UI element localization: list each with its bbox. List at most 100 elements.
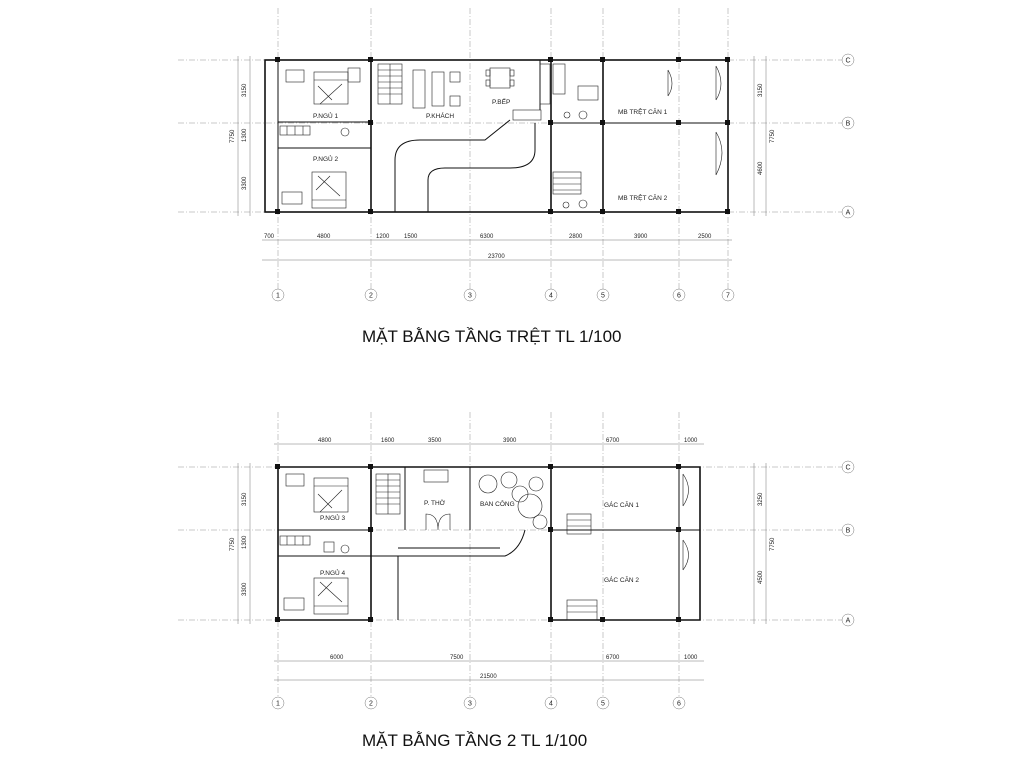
dimension-label: 3900 — [503, 438, 517, 444]
dimension-label: 4600 — [758, 161, 764, 175]
axis-label: 3 — [468, 701, 472, 708]
plan-title: MẶT BẰNG TẦNG 2 TL 1/100 — [362, 731, 587, 750]
stairs-icon — [566, 513, 592, 535]
wardrobe-icon — [279, 535, 311, 546]
wardrobe-icon — [279, 125, 311, 136]
dimension-total: 7750 — [770, 129, 776, 143]
stairs-icon — [566, 599, 598, 621]
bed-icon — [313, 577, 349, 615]
door-icon — [715, 131, 723, 176]
dimension-label: 3900 — [634, 234, 648, 240]
dimension-total: 7750 — [230, 129, 236, 143]
dimension-label: 1000 — [684, 655, 698, 661]
altar-icon — [423, 469, 449, 483]
dimension-label: 3150 — [758, 83, 764, 97]
room-label: GÁC CĂN 2 — [604, 575, 639, 584]
toilet-icon — [340, 544, 350, 554]
door-icon — [682, 539, 689, 571]
desk-icon — [285, 473, 305, 487]
dimension-label: 3500 — [428, 438, 442, 444]
desk-icon — [285, 69, 305, 83]
second-floor-plan: P.NGỦ 3 P.NGỦ 4 P. THỜ BAN CÔNG GÁC CĂN … — [178, 412, 855, 750]
door-icon — [715, 65, 722, 101]
dimension-label: 3150 — [242, 492, 248, 506]
toilet-icon — [578, 199, 588, 209]
dimension-label: 6300 — [480, 234, 494, 240]
room-label: P.NGỦ 2 — [313, 154, 339, 163]
second-walls — [277, 466, 701, 621]
bed-icon — [311, 171, 347, 209]
bed-icon — [313, 477, 349, 513]
axis-label: C — [845, 465, 850, 472]
kitchen-counter-icon — [539, 63, 551, 105]
ground-walls — [264, 59, 729, 213]
second-dimensions-top: 4800 1600 3500 3900 6700 1000 — [274, 438, 704, 445]
room-label: P.NGỦ 4 — [320, 568, 346, 577]
dimension-total: 7750 — [230, 537, 236, 551]
ground-room-labels: P.NGỦ 1 P.NGỦ 2 P.KHÁCH P.BẾP MB TRỆT CĂ… — [313, 96, 668, 202]
toilet-icon — [578, 110, 588, 120]
room-label: P. THỜ — [424, 498, 446, 507]
toilet-icon — [340, 127, 350, 137]
dimension-label: 4500 — [758, 570, 764, 584]
room-label: GÁC CĂN 1 — [604, 500, 639, 509]
dimension-label: 3250 — [758, 492, 764, 506]
axis-label: B — [846, 528, 851, 535]
plan-title: MẶT BẰNG TẦNG TRỆT TL 1/100 — [362, 327, 622, 346]
room-label: P.BẾP — [492, 96, 510, 106]
second-axis-markers: 1 2 3 4 5 6 C B A — [271, 460, 855, 710]
dimension-label: 3300 — [242, 582, 248, 596]
dimension-total: 23700 — [488, 254, 505, 260]
axis-label: 5 — [601, 701, 605, 708]
axis-label: 4 — [549, 701, 553, 708]
axis-label: 2 — [369, 293, 373, 300]
dining-table-icon — [485, 67, 515, 89]
ground-dimensions-side: 3150 1300 3300 7750 3150 4600 7750 — [230, 56, 776, 216]
dimension-label: 2500 — [698, 234, 712, 240]
dimension-label: 2800 — [569, 234, 583, 240]
door-icon — [682, 473, 689, 507]
ground-dimensions-bottom: 700 4800 1200 1500 6300 2800 3900 2500 2… — [262, 234, 732, 261]
axis-label: A — [846, 618, 851, 625]
axis-label: 4 — [549, 293, 553, 300]
axis-label: 3 — [468, 293, 472, 300]
door-icon — [667, 69, 673, 97]
dimension-label: 4800 — [317, 234, 331, 240]
ground-furniture — [279, 63, 723, 209]
room-label: BAN CÔNG — [480, 499, 515, 508]
room-label: MB TRỆT CĂN 1 — [618, 107, 668, 116]
grid-lines-vertical — [277, 8, 729, 290]
dimension-label: 1200 — [376, 234, 390, 240]
second-dimensions-bottom: 6000 7500 6700 1000 21500 — [274, 655, 704, 681]
sofa-icon — [412, 69, 461, 109]
dimension-label: 6000 — [330, 655, 344, 661]
dimension-label: 3150 — [242, 83, 248, 97]
room-label: MB TRỆT CĂN 2 — [618, 193, 668, 202]
second-furniture — [279, 469, 689, 621]
ground-axis-markers: 1 2 3 4 5 6 7 C B A — [271, 53, 855, 302]
dimension-label: 7500 — [450, 655, 464, 661]
ground-columns — [275, 57, 730, 214]
room-label: P.NGỦ 1 — [313, 111, 339, 120]
dimension-label: 1300 — [242, 128, 248, 142]
second-room-labels: P.NGỦ 3 P.NGỦ 4 P. THỜ BAN CÔNG GÁC CĂN … — [320, 498, 639, 584]
axis-label: 6 — [677, 701, 681, 708]
dimension-label: 6700 — [606, 438, 620, 444]
axis-label: 1 — [276, 293, 280, 300]
desk-icon — [281, 191, 303, 205]
bed-icon — [313, 71, 349, 105]
dimension-label: 6700 — [606, 655, 620, 661]
dimension-label: 4800 — [318, 438, 332, 444]
dimension-label: 1500 — [404, 234, 418, 240]
desk-icon — [283, 597, 305, 611]
axis-label: 2 — [369, 701, 373, 708]
door-icon — [425, 513, 451, 531]
second-dimensions-side: 3150 1300 3300 7750 3250 4500 7750 — [230, 463, 776, 624]
dimension-label: 3300 — [242, 176, 248, 190]
stairs-icon — [377, 63, 403, 105]
axis-label: 7 — [726, 293, 730, 300]
plant-icon — [478, 471, 548, 530]
dimension-label: 1000 — [684, 438, 698, 444]
stairs-icon — [552, 171, 582, 195]
